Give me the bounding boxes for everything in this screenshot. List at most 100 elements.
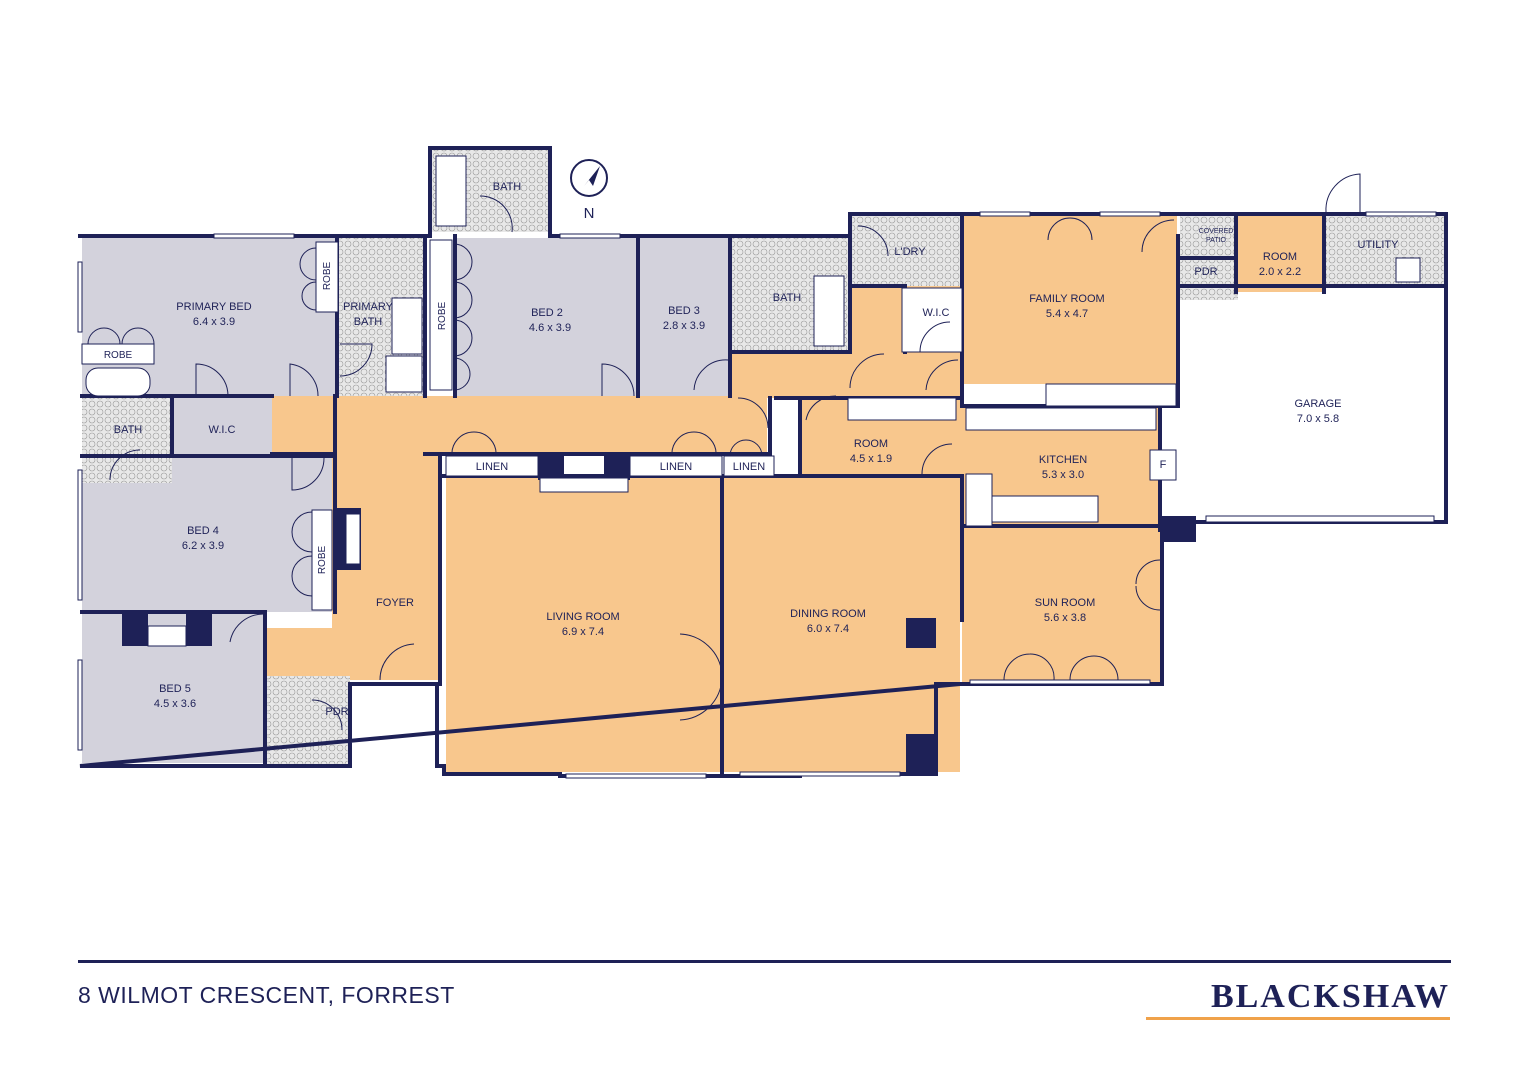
bed5-size: 4.5 x 3.6 xyxy=(154,698,196,710)
brand-logo: BLACKSHAW xyxy=(1210,978,1450,1015)
door-hall-linen xyxy=(451,431,763,457)
door-primary-bath xyxy=(339,343,373,377)
door-bed2 xyxy=(601,363,635,397)
wic-left-name: W.I.C xyxy=(209,424,236,436)
bed4-name: BED 4 xyxy=(187,525,219,537)
robe-primary-side-label: ROBE xyxy=(322,262,333,291)
room-small-name: ROOM xyxy=(1263,251,1297,263)
patio-area xyxy=(1180,216,1236,260)
room-small-area xyxy=(1238,216,1324,292)
pdr-left-area xyxy=(265,676,350,764)
linen3-label: LINEN xyxy=(733,461,765,473)
bed3-name: BED 3 xyxy=(668,305,700,317)
bath-mid-name: BATH xyxy=(773,292,802,304)
garage-corner xyxy=(1162,516,1196,542)
robe-bed2-box xyxy=(429,239,453,391)
linen2-box xyxy=(629,455,723,477)
bed4-size: 6.2 x 3.9 xyxy=(182,540,224,552)
door-sun-room xyxy=(1003,653,1119,681)
bath-tub-mid xyxy=(813,275,845,347)
window-left-bed4 xyxy=(77,469,83,601)
kitchen-name: KITCHEN xyxy=(1039,454,1087,466)
bath-tub-top xyxy=(435,155,467,227)
outer-wall xyxy=(78,146,1448,778)
door-swings xyxy=(87,173,1361,731)
bath-top-name: BATH xyxy=(493,181,522,193)
north-arrow-icon xyxy=(570,159,608,197)
room-mid-name: ROOM xyxy=(854,438,888,450)
pillar-dining xyxy=(906,618,936,648)
window-primary-top xyxy=(213,233,295,239)
robe-bed4-label: ROBE xyxy=(317,546,328,575)
room-fills xyxy=(82,150,1446,772)
robe-primary-side-box xyxy=(315,241,339,313)
fireplace-bed5 xyxy=(122,612,148,646)
bed5-hall-area xyxy=(265,628,335,676)
room-labels: PRIMARY BED 6.4 x 3.9 ROBE ROBE PRIMARY … xyxy=(104,181,1399,718)
door-robe-bed4 xyxy=(291,511,313,597)
laundry-area xyxy=(852,216,962,286)
window-bed2-top xyxy=(559,233,621,239)
door-hall xyxy=(849,353,885,389)
family-room-size: 5.4 x 4.7 xyxy=(1046,308,1088,320)
door-bed4 xyxy=(291,456,325,491)
door-sun-side xyxy=(1135,559,1161,611)
sun-room-name: SUN ROOM xyxy=(1035,597,1096,609)
primary-bath-name: PRIMARY xyxy=(343,301,394,313)
utility-tub xyxy=(1395,257,1421,283)
door-hall-2 xyxy=(737,397,769,429)
bath-tub-left xyxy=(85,367,151,397)
garage-size: 7.0 x 5.8 xyxy=(1297,413,1339,425)
door-family-patio xyxy=(1141,219,1175,253)
linen1-box xyxy=(445,455,539,477)
robe-bed4-box xyxy=(311,509,333,611)
window-family-top-1 xyxy=(979,211,1031,217)
door-pdr-left xyxy=(311,699,343,731)
property-address: 8 WILMOT CRESCENT, FORREST xyxy=(78,982,455,1008)
family-room-area xyxy=(962,216,1177,384)
brand-underline xyxy=(1146,1017,1450,1020)
window-left-bed5 xyxy=(77,659,83,751)
foyer-name: FOYER xyxy=(376,597,414,609)
primary-bed-size: 6.4 x 3.9 xyxy=(193,316,235,328)
door-wic-family xyxy=(919,321,951,353)
shower-primary xyxy=(385,355,423,393)
garage-name: GARAGE xyxy=(1294,398,1341,410)
door-family-top xyxy=(1047,217,1093,241)
robe-primary-label: ROBE xyxy=(104,350,133,361)
fixtures xyxy=(81,155,1421,647)
foyer-hearth xyxy=(345,513,361,565)
kitchen-size: 5.3 x 3.0 xyxy=(1042,469,1084,481)
living-room-name: LIVING ROOM xyxy=(546,611,619,623)
bed2-name: BED 2 xyxy=(531,307,563,319)
door-laundry xyxy=(857,225,889,257)
fridge-box xyxy=(1149,449,1177,481)
pillar-dining-2 xyxy=(906,734,936,774)
covered-patio-name: COVERED xyxy=(1199,228,1234,235)
bed2-area xyxy=(455,238,638,396)
fridge-label: F xyxy=(1160,459,1167,471)
primary-bed-name: PRIMARY BED xyxy=(176,301,251,313)
window-sun-bottom xyxy=(969,679,1151,685)
fireplace-bed5-2 xyxy=(186,612,212,646)
door-bath-left xyxy=(109,449,141,481)
bed5-hearth xyxy=(147,625,187,647)
room-small-size: 2.0 x 2.2 xyxy=(1259,266,1301,278)
robe-bed2-label: ROBE xyxy=(437,302,448,331)
door-bed5 xyxy=(229,613,265,643)
utility-area xyxy=(1324,214,1446,284)
bed3-size: 2.8 x 3.9 xyxy=(663,320,705,332)
fireplace-hearth xyxy=(539,477,629,493)
room-mid-size: 4.5 x 1.9 xyxy=(850,453,892,465)
fireplace-living-2 xyxy=(604,454,630,480)
window-left-primary xyxy=(77,261,83,333)
door-room-mid xyxy=(805,395,837,421)
living-room-size: 6.9 x 7.4 xyxy=(562,626,604,638)
window-living-bottom xyxy=(565,773,707,779)
linen2-label: LINEN xyxy=(660,461,692,473)
laundry-name: L'DRY xyxy=(894,246,926,258)
sun-room-area xyxy=(962,526,1160,682)
family-bench xyxy=(1045,383,1177,407)
window-garage xyxy=(1205,515,1435,523)
